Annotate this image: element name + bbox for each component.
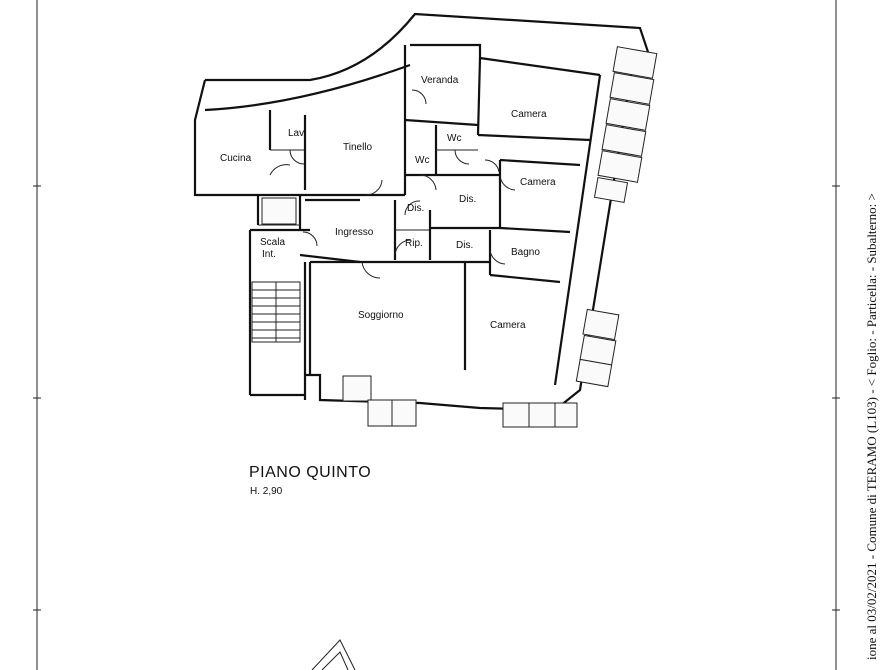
room-label-veranda: Veranda [421, 75, 459, 86]
room-label-cucina: Cucina [220, 153, 252, 164]
staircase [251, 281, 301, 343]
room-label-dis-center: Dis. [407, 203, 424, 214]
room-label-scala-int: Int. [262, 249, 276, 260]
room-label-dis-right: Dis. [459, 194, 476, 205]
cadastral-side-text: ione al 03/02/2021 - Comune di TERAMO (L… [864, 193, 879, 660]
room-label-soggiorno: Soggiorno [358, 310, 404, 321]
room-label-bagno: Bagno [511, 247, 540, 258]
balconies [261, 46, 658, 428]
room-label-camera-top: Camera [511, 109, 547, 120]
room-label-rip: Rip. [405, 238, 423, 249]
partial-fragment [311, 639, 356, 670]
floor-height: H. 2,90 [250, 486, 283, 497]
room-label-wc-lower: Wc [415, 155, 429, 166]
door-swings [269, 89, 516, 279]
room-label-camera-mid: Camera [520, 177, 556, 188]
room-label-lav: Lav. [288, 128, 306, 139]
room-label-ingresso: Ingresso [335, 227, 374, 238]
interior-walls [248, 45, 591, 400]
floor-title: PIANO QUINTO [249, 464, 372, 481]
room-label-scala: Scala [260, 237, 285, 248]
room-label-camera-bottom: Camera [490, 320, 526, 331]
room-label-tinello: Tinello [343, 142, 373, 153]
room-label-wc-upper: Wc [447, 133, 461, 144]
room-label-dis-lower: Dis. [456, 240, 473, 251]
outer-walls [193, 12, 650, 412]
